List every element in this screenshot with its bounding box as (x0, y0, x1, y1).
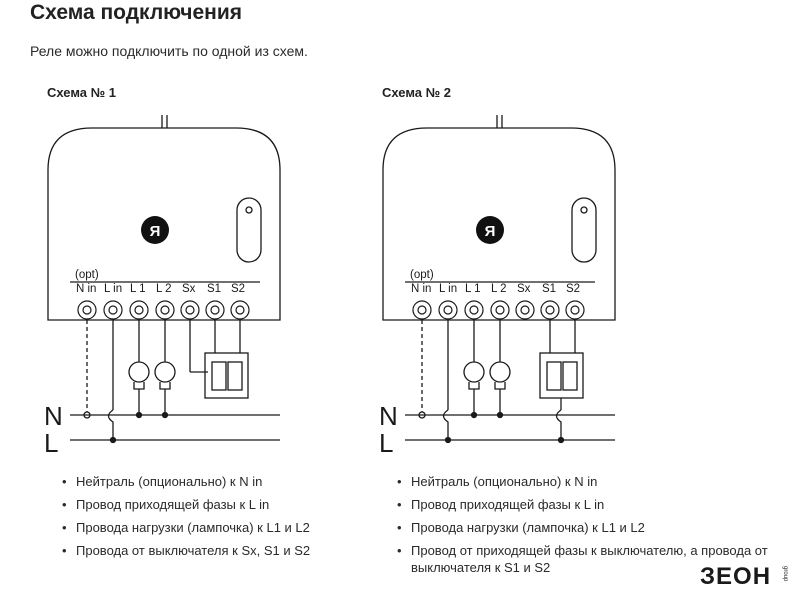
bus-label-n: N (379, 401, 398, 431)
list-item: Провод от приходящей фазы к выключателю,… (397, 542, 787, 576)
pin-label-lin: L in (439, 283, 457, 295)
yandex-logo-icon (476, 216, 504, 244)
pin-label-s2: S2 (231, 283, 245, 295)
lamp-2-icon (154, 361, 176, 383)
pin-label-s2: S2 (566, 283, 580, 295)
relay-body (382, 127, 616, 321)
bus-label-l: L (44, 428, 58, 458)
yandex-logo-icon (141, 216, 169, 244)
opt-label: (opt) (75, 269, 99, 281)
zeon-brand-logo: ЗЕОН group (700, 563, 788, 590)
pin-label-nin: N in (411, 283, 431, 295)
list-item: Провода нагрузки (лампочка) к L1 и L2 (62, 519, 312, 536)
list-item: Провод приходящей фазы к L in (62, 496, 312, 513)
pin-label-l2: L 2 (156, 283, 172, 295)
list-item: Провод приходящей фазы к L in (397, 496, 787, 513)
pin-label-sx: Sx (517, 283, 531, 295)
page-subtitle: Реле можно подключить по одной из схем. (30, 43, 308, 59)
page-title: Схема подключения (30, 1, 243, 24)
terminal-row (412, 300, 585, 320)
switch-icon (204, 352, 249, 399)
terminal-row (77, 300, 250, 320)
pin-label-sx: Sx (182, 283, 196, 295)
pin-label-nin: N in (76, 283, 96, 295)
pin-label-s1: S1 (207, 283, 221, 295)
scheme-1-title: Схема № 1 (47, 85, 116, 100)
button-slot (571, 197, 597, 263)
brand-suffix: group (782, 566, 788, 582)
bus-label-n: N (44, 401, 63, 431)
list-item: Нейтраль (опционально) к N in (62, 473, 312, 490)
scheme-2-notes: Нейтраль (опционально) к N in Провод при… (397, 473, 787, 582)
lamp-2-icon (489, 361, 511, 383)
logo-letter: Я (485, 223, 496, 240)
bus-label-l: L (379, 428, 393, 458)
button-slot (236, 197, 262, 263)
scheme-2-diagram: Я (opt) N in L in L 1 L 2 Sx S1 S2 (379, 115, 616, 458)
opt-label: (opt) (410, 269, 434, 281)
lamp-1-icon (463, 361, 485, 383)
pin-label-lin: L in (104, 283, 122, 295)
pin-label-l1: L 1 (465, 283, 481, 295)
list-item: Провода нагрузки (лампочка) к L1 и L2 (397, 519, 787, 536)
list-item: Нейтраль (опционально) к N in (397, 473, 787, 490)
scheme-2-title: Схема № 2 (382, 85, 451, 100)
scheme-1-diagram: Я (opt) N in L in L 1 L 2 Sx S1 S2 (44, 115, 281, 458)
lamp-1-icon (128, 361, 150, 383)
pin-label-s1: S1 (542, 283, 556, 295)
brand-name: ЗЕОН (700, 563, 771, 590)
list-item: Провода от выключателя к Sx, S1 и S2 (62, 542, 312, 559)
pin-label-l1: L 1 (130, 283, 146, 295)
scheme-1-notes: Нейтраль (опционально) к N in Провод при… (62, 473, 312, 565)
pin-label-l2: L 2 (491, 283, 507, 295)
logo-letter: Я (150, 223, 161, 240)
relay-body (47, 127, 281, 321)
